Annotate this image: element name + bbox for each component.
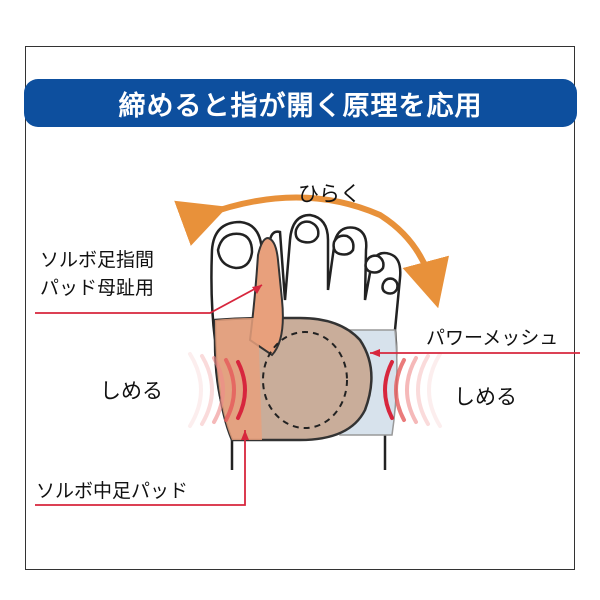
open-arrow [174,194,449,309]
toenails [216,220,399,295]
label-midfoot-pad: ソルボ中足パッド [36,480,189,502]
leader-toe-pad [35,284,263,314]
leader-midfoot [35,430,246,506]
label-power-mesh: パワーメッシュ [426,327,559,349]
banner-title: 締めると指が開く原理を応用 [118,90,483,122]
label-squeeze-right: しめる [454,385,517,409]
label-squeeze-left: しめる [100,379,163,403]
title-banner: 締めると指が開く原理を応用 [24,79,577,127]
label-open: ひらく [298,182,361,206]
squeeze-waves-right [383,352,442,428]
metatarsal-pad [262,331,348,429]
bunion-pad-left [215,318,262,440]
label-toe-pad-line1: ソルボ足指間 [40,249,155,271]
leader-lines [35,284,580,506]
squeeze-waves-left [188,352,247,428]
label-toe-pad-line2: パッド母趾用 [40,277,155,299]
